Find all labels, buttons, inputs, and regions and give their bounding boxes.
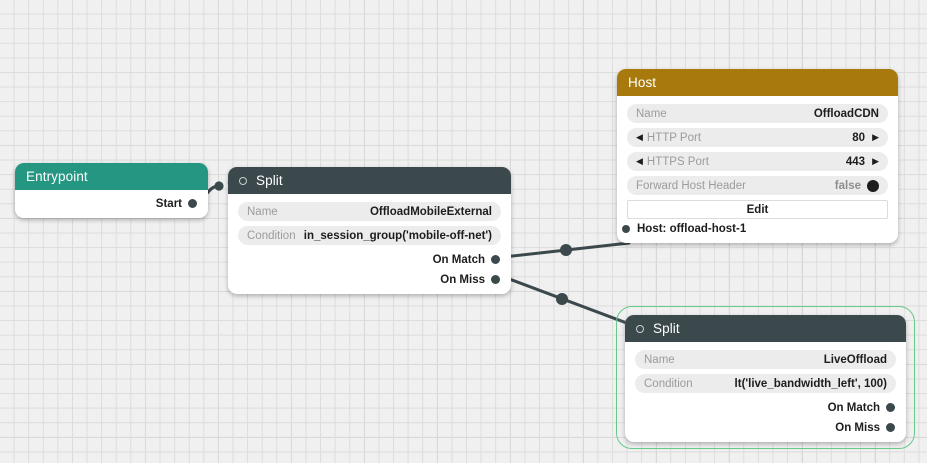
port-host-input-dot[interactable]: [622, 224, 630, 233]
node-split-liveoffload[interactable]: Split Name LiveOffload Condition lt('liv…: [625, 315, 906, 442]
field-name-value: LiveOffload: [823, 353, 887, 366]
field-http-port-label: HTTP Port: [646, 131, 702, 144]
port-on-miss-dot[interactable]: [886, 423, 895, 432]
node-split2-title: Split: [653, 321, 680, 336]
node-host-offloadcdn[interactable]: Host Name OffloadCDN ◀ HTTP Port 80 ▶ ◀ …: [617, 69, 898, 243]
field-http-port[interactable]: ◀ HTTP Port 80 ▶: [627, 128, 888, 147]
edge-midpoint-dot: [556, 293, 568, 305]
circle-icon: [636, 324, 644, 333]
port-host-input-label: Host: offload-host-1: [637, 222, 747, 235]
field-condition-label: Condition: [247, 229, 296, 242]
field-host-name-value: OffloadCDN: [813, 107, 879, 120]
node-entrypoint-body: Start: [15, 190, 208, 218]
port-on-match-label: On Match: [432, 253, 485, 266]
node-split2-body: Name LiveOffload Condition lt('live_band…: [625, 342, 906, 442]
port-on-miss[interactable]: On Miss: [635, 420, 896, 435]
field-https-port[interactable]: ◀ HTTPS Port 443 ▶: [627, 152, 888, 171]
port-on-miss-dot[interactable]: [491, 275, 500, 284]
field-name[interactable]: Name OffloadMobileExternal: [238, 202, 501, 221]
node-entrypoint-header[interactable]: Entrypoint: [15, 163, 208, 190]
port-host-input[interactable]: Host: offload-host-1: [622, 221, 888, 236]
field-condition[interactable]: Condition lt('live_bandwidth_left', 100): [635, 374, 896, 393]
circle-icon: [239, 176, 247, 185]
port-on-match[interactable]: On Match: [635, 400, 896, 415]
field-condition[interactable]: Condition in_session_group('mobile-off-n…: [238, 226, 501, 245]
field-http-port-value: 80: [852, 131, 866, 144]
node-split1-title: Split: [256, 173, 283, 188]
node-entrypoint-title: Entrypoint: [26, 169, 88, 184]
field-name-value: OffloadMobileExternal: [369, 205, 492, 218]
node-split2-header[interactable]: Split: [625, 315, 906, 342]
field-condition-value: in_session_group('mobile-off-net'): [303, 229, 492, 242]
toggle-switch[interactable]: [867, 179, 879, 192]
arrow-left-icon[interactable]: ◀: [636, 156, 643, 166]
field-forward-host-header-value: false: [834, 179, 861, 192]
field-forward-host-header-label: Forward Host Header: [636, 179, 746, 192]
field-host-name[interactable]: Name OffloadCDN: [627, 104, 888, 123]
edit-button[interactable]: Edit: [627, 200, 888, 219]
edge-split1-onmatch-to-host: [502, 241, 631, 259]
node-entrypoint[interactable]: Entrypoint Start: [15, 163, 208, 218]
field-host-name-label: Name: [636, 107, 667, 120]
port-start-label: Start: [155, 197, 182, 210]
port-on-miss[interactable]: On Miss: [238, 272, 501, 287]
port-on-match-dot[interactable]: [886, 403, 895, 412]
field-https-port-label: HTTPS Port: [646, 155, 709, 168]
field-name-label: Name: [644, 353, 675, 366]
node-split1-body: Name OffloadMobileExternal Condition in_…: [228, 194, 511, 294]
arrow-right-icon[interactable]: ▶: [872, 156, 879, 166]
arrow-right-icon[interactable]: ▶: [872, 132, 879, 142]
field-condition-label: Condition: [644, 377, 693, 390]
node-host-body: Name OffloadCDN ◀ HTTP Port 80 ▶ ◀ HTTPS…: [617, 96, 898, 243]
edge-midpoint-dot: [560, 244, 572, 256]
node-split-offloadmobileexternal[interactable]: Split Name OffloadMobileExternal Conditi…: [228, 167, 511, 294]
field-name[interactable]: Name LiveOffload: [635, 350, 896, 369]
port-on-miss-label: On Miss: [835, 421, 880, 434]
node-split1-header[interactable]: Split: [228, 167, 511, 194]
edge-midpoint-dot: [214, 181, 224, 191]
port-on-miss-label: On Miss: [440, 273, 485, 286]
port-start[interactable]: Start: [25, 196, 198, 211]
field-condition-value: lt('live_bandwidth_left', 100): [734, 377, 887, 390]
node-host-title: Host: [628, 75, 657, 90]
port-on-match-dot[interactable]: [491, 255, 500, 264]
arrow-left-icon[interactable]: ◀: [636, 132, 643, 142]
port-start-dot[interactable]: [188, 199, 197, 208]
field-forward-host-header[interactable]: Forward Host Header false: [627, 176, 888, 195]
port-on-match-label: On Match: [827, 401, 880, 414]
field-name-label: Name: [247, 205, 278, 218]
node-host-header[interactable]: Host: [617, 69, 898, 96]
field-https-port-value: 443: [845, 155, 866, 168]
port-on-match[interactable]: On Match: [238, 252, 501, 267]
